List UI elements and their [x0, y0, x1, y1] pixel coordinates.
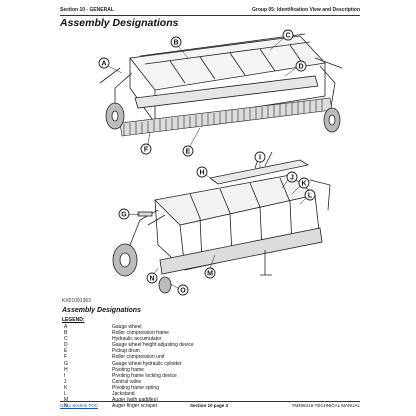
legend-key: C — [64, 336, 68, 343]
legend-text: Pickup drum — [112, 348, 140, 355]
svg-text:A: A — [101, 61, 106, 68]
callout-o: O — [177, 284, 189, 296]
legend-key: H — [64, 366, 68, 373]
legend-heading: LEGEND: — [62, 317, 85, 323]
manual-name: TM406419-TECHNICAL MANUAL — [291, 403, 360, 408]
footer-divider — [60, 401, 360, 402]
svg-text:M: M — [207, 271, 213, 278]
legend-item: D Gauge wheel height adjusting device — [64, 342, 364, 348]
sub-heading: Assembly Designations — [62, 307, 141, 314]
legend-text: Roller compression frame — [112, 330, 169, 337]
legend-item: I Pivoting frame locking device — [64, 373, 364, 379]
callout-j: J — [286, 171, 298, 183]
svg-text:C: C — [285, 33, 290, 40]
svg-text:K: K — [301, 181, 306, 188]
callout-h: H — [196, 166, 208, 178]
legend-item: L Jackstand — [64, 391, 364, 397]
svg-text:F: F — [144, 147, 149, 154]
legend-key: N — [64, 403, 68, 410]
legend-text: Gauge wheel height adjusting device — [112, 342, 194, 349]
legend-key: A — [64, 324, 68, 330]
legend-item: G Gauge wheel hydraulic cylinder — [64, 361, 364, 367]
svg-text:O: O — [180, 288, 186, 295]
callout-k: K — [298, 177, 310, 189]
svg-text:D: D — [298, 64, 303, 71]
legend-text: Hydraulic accumulator — [112, 336, 162, 343]
callout-i: I — [254, 151, 266, 163]
legend-key: I — [64, 372, 66, 379]
legend-item: F Roller compression unit — [64, 354, 364, 360]
header-group: Group 05: Identification View and Descri… — [252, 7, 360, 13]
figure-id: KX01091363 — [62, 298, 91, 304]
page-number: Section 10 page 3 — [190, 403, 229, 408]
legend-item: MAuger (with paddles) — [64, 397, 364, 403]
legend-key: B — [64, 330, 68, 337]
toc-link[interactable]: Go to Section TOC — [60, 403, 98, 408]
callout-l: L — [304, 189, 316, 201]
legend-key: L — [64, 391, 67, 398]
pickup-illustration-bottom: G H I J K L M N — [112, 151, 331, 296]
legend-item: B Roller compression frame — [64, 330, 364, 336]
legend-item: K Pivoting frame spring — [64, 385, 364, 391]
svg-text:H: H — [199, 170, 204, 177]
callout-a: A — [98, 57, 110, 69]
pickup-illustration-top: A B C D E F — [98, 29, 343, 157]
legend-key: F — [64, 354, 68, 361]
legend-text: Gauge wheel — [112, 324, 142, 330]
svg-text:N: N — [149, 276, 154, 283]
legend-key: J — [64, 378, 67, 385]
callout-m: M — [204, 267, 216, 279]
legend-text: Pivoting frame locking device — [112, 372, 177, 379]
svg-text:L: L — [308, 193, 313, 200]
svg-text:B: B — [173, 40, 178, 47]
callout-g: G — [118, 208, 130, 220]
callout-c: C — [282, 29, 294, 41]
page-header: Section 10 - GENERAL Group 05: Identific… — [60, 6, 360, 16]
page-footer: Go to Section TOC Section 10 page 3 TM40… — [60, 403, 360, 411]
svg-text:G: G — [121, 212, 127, 219]
page-title: Assembly Designations — [60, 17, 179, 29]
callout-b: B — [170, 36, 182, 48]
legend-item: N Auger finger scraper — [64, 403, 364, 409]
legend-text: Auger (with paddles) — [112, 397, 158, 403]
header-divider — [60, 15, 360, 16]
legend-key: M — [64, 397, 112, 403]
legend-key: K — [64, 384, 68, 391]
legend-key: G — [64, 360, 68, 367]
header-section: Section 10 - GENERAL — [60, 7, 114, 13]
legend-item: E Pickup drum — [64, 348, 364, 354]
legend-item: H Pivoting frame — [64, 367, 364, 373]
legend-item: A Gauge wheel — [64, 324, 364, 330]
legend-item: J Central valve — [64, 379, 364, 385]
legend-text: Central valve — [112, 378, 142, 385]
legend-text: Jackstand — [112, 391, 135, 398]
legend-text: Gauge wheel hydraulic cylinder — [112, 360, 182, 367]
callout-n: N — [146, 272, 158, 284]
callout-f: F — [140, 143, 152, 155]
svg-text:I: I — [259, 155, 261, 162]
callout-d: D — [295, 60, 307, 72]
legend-text: Roller compression unit — [112, 354, 165, 361]
svg-text:E: E — [186, 149, 191, 156]
legend-list: A Gauge wheel B Roller compression frame C… — [64, 324, 364, 409]
svg-text:J: J — [290, 175, 294, 182]
legend-text: Pivoting frame spring — [112, 384, 159, 391]
legend-key: E — [64, 348, 68, 355]
callout-e: E — [182, 145, 194, 157]
legend-item: C Hydraulic accumulator — [64, 336, 364, 342]
legend-key: D — [64, 342, 68, 349]
legend-text: Pivoting frame — [112, 366, 144, 373]
legend-text: Auger finger scraper — [112, 403, 158, 410]
